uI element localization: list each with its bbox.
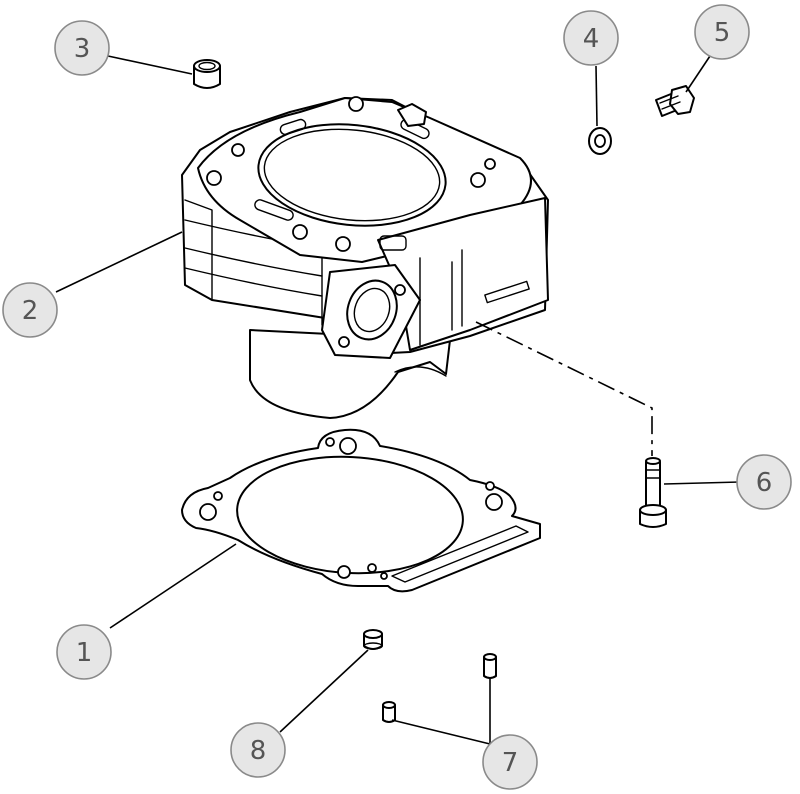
callout-3-label: 3 — [74, 34, 91, 64]
cylinder — [181, 96, 549, 419]
callout-8: 8 — [230, 722, 286, 778]
callout-3: 3 — [54, 20, 110, 76]
cylinder-screw-part — [639, 457, 667, 528]
callout-5: 5 — [694, 4, 750, 60]
callout-4-label: 4 — [583, 24, 600, 54]
callout-5-label: 5 — [714, 18, 731, 48]
callout-7-label: 7 — [502, 748, 519, 778]
screw-plug-part — [655, 85, 695, 117]
callout-4: 4 — [563, 10, 619, 66]
callout-2: 2 — [2, 282, 58, 338]
callout-8-label: 8 — [250, 736, 267, 766]
callout-6: 6 — [736, 454, 792, 510]
jet-plug-part — [363, 629, 383, 650]
callout-1: 1 — [56, 624, 112, 680]
cylinder-base-gasket-part — [181, 428, 541, 593]
callout-7: 7 — [482, 734, 538, 790]
dowel-pins-part — [382, 653, 497, 723]
callout-6-label: 6 — [756, 468, 773, 498]
leader-lines — [55, 55, 741, 745]
dowel-sleeve-part — [193, 59, 221, 89]
callout-1-label: 1 — [76, 638, 93, 668]
callout-2-label: 2 — [22, 296, 39, 326]
sealing-washer-part — [588, 127, 612, 155]
